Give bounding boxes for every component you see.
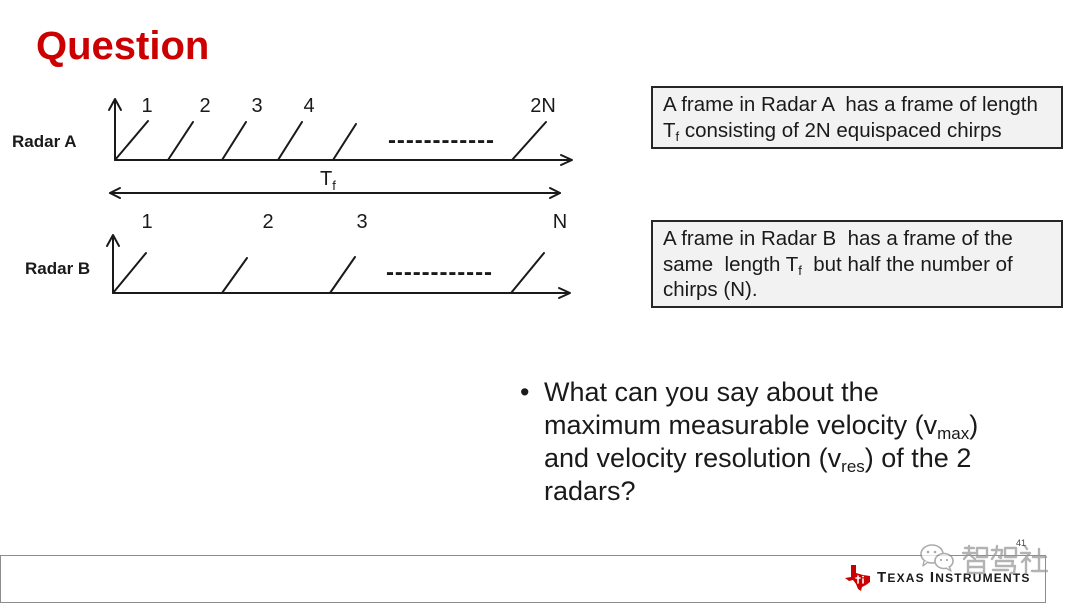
radar-a-chirp-line — [277, 121, 303, 161]
radar-a-chirp-line — [221, 121, 247, 161]
radar-a-chirp-line — [332, 123, 357, 161]
radar-b-ellipsis: ------------ — [386, 259, 492, 286]
frame-duration-symbol: T — [320, 168, 332, 190]
callout-text: T — [663, 118, 676, 142]
radar-b-chirp-number: 1 — [141, 211, 152, 233]
footer-bar — [0, 555, 1046, 603]
logo-ti-letters — [855, 575, 864, 584]
frame-duration-right-arrowhead — [549, 187, 561, 199]
watermark — [920, 544, 1048, 575]
radar-b-chirp-number: 2 — [262, 211, 273, 233]
radar-a-chirp-line — [511, 121, 547, 161]
callout-line: A frame in Radar B has a frame of the — [663, 227, 1013, 250]
radar-a-chirp-line — [167, 121, 194, 161]
radar-a-chirp-number: 1 — [141, 95, 152, 117]
vres-subscript: res — [841, 457, 865, 476]
vmax-subscript: max — [937, 424, 970, 443]
question-line: radars? — [544, 475, 978, 508]
radar-b-chirp-line — [221, 257, 248, 294]
wechat-icon — [920, 544, 954, 572]
watermark-lettering — [961, 544, 1048, 575]
radar-b-chirp-number: 3 — [356, 211, 367, 233]
bullet-point: • — [520, 377, 530, 407]
callout-line: A frame in Radar A has a frame of length — [663, 93, 1038, 116]
callout-subscript: f — [798, 262, 802, 278]
wordmark-word: INSTRUMENTS — [929, 569, 1031, 586]
question-line: What can you say about the — [544, 376, 978, 409]
radar-a-chirp-number: 2N — [530, 95, 556, 117]
radar-a-chirp-number: 2 — [199, 95, 210, 117]
callout-text: but half the number of — [801, 252, 1013, 276]
radar-b-time-arrowhead — [558, 287, 571, 299]
radar-b-chirp-line — [112, 252, 147, 294]
radar-a-ellipsis: ------------ — [388, 127, 494, 154]
texas-instruments-logo-icon — [845, 565, 870, 591]
callout-text: same length T — [663, 252, 799, 276]
frame-duration-left-arrowhead — [109, 187, 121, 199]
radar-a-vertical-arrowhead — [108, 98, 122, 111]
radar-b-label: Radar B — [25, 259, 90, 278]
question-text: What can you say about the maximum measu… — [544, 376, 978, 508]
radar-a-diagram: Radar A 1 2 3 4 2N ------------ Tf — [12, 95, 573, 199]
callout-text: consisting of 2N equispaced chirps — [679, 118, 1002, 142]
question-line: maximum measurable velocity (vmax) — [544, 409, 978, 442]
radar-b-vertical-arrowhead — [106, 234, 120, 247]
radar-a-label: Radar A — [12, 132, 77, 151]
question-text-segment: maximum measurable velocity (v — [544, 410, 938, 440]
radar-b-diagram: 1 2 3 N Radar B ------------ — [25, 211, 571, 299]
radar-a-chirp-line — [114, 120, 149, 161]
radar-b-chirp-line — [510, 252, 545, 294]
frame-duration-label: Tf — [320, 168, 336, 193]
frame-duration-subscript: f — [332, 178, 336, 193]
question-text-segment: ) — [969, 410, 979, 440]
radar-a-chirp-number: 3 — [251, 95, 262, 117]
callout-subscript: f — [675, 128, 680, 144]
radar-a-callout: A frame in Radar A has a frame of length… — [651, 86, 1063, 149]
wordmark-word: TEXAS — [877, 569, 925, 586]
radar-b-chirp-number: N — [553, 211, 567, 233]
callout-line: chirps (N). — [663, 278, 758, 301]
slide-title: Question — [36, 24, 210, 68]
question-text-segment: and velocity resolution (v — [544, 443, 842, 473]
radar-b-callout: A frame in Radar B has a frame of the sa… — [651, 220, 1063, 308]
radar-a-chirp-number: 4 — [303, 95, 314, 117]
question-text-segment: ) of the 2 — [864, 443, 972, 473]
question-text-segment: What can you say about the — [544, 377, 879, 407]
callout-line: same length Tf but half the number of — [663, 252, 1061, 278]
callout-line: Tf consisting of 2N equispaced chirps — [663, 118, 1061, 144]
radar-b-chirp-line — [329, 256, 356, 294]
question-text-segment: radars? — [544, 476, 636, 506]
question-line: and velocity resolution (vres) of the 2 — [544, 442, 978, 475]
page-number: 41 — [1016, 538, 1027, 548]
radar-a-time-arrowhead — [560, 154, 573, 166]
logo-dot — [862, 575, 864, 578]
